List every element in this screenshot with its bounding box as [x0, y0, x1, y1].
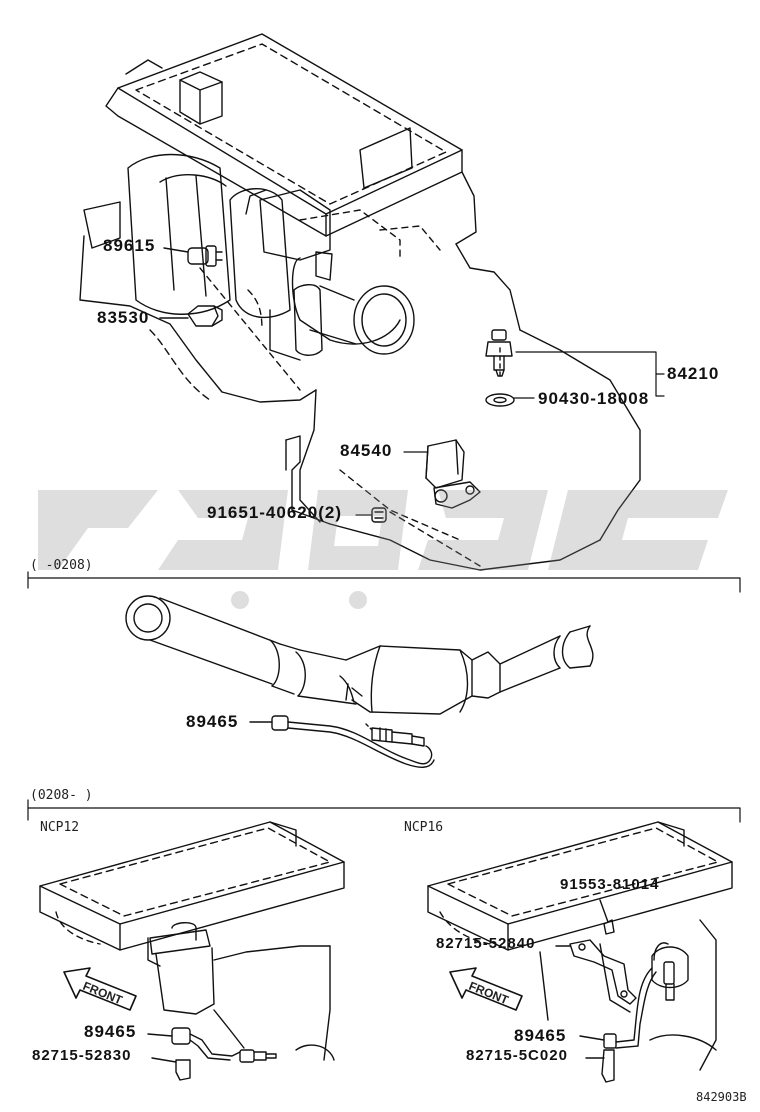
part-number-82715-52830: 82715-52830	[32, 1047, 132, 1064]
exhaust-pipe-drawing	[125, 595, 594, 715]
part-number-83530: 83530	[97, 308, 150, 327]
lower-section-frame	[27, 799, 741, 823]
part-number-89615: 89615	[103, 236, 156, 255]
part-number-91651-40620: 91651-40620(2)	[207, 503, 342, 522]
gasket-90430-drawing	[485, 393, 515, 407]
part-number-84210: 84210	[667, 364, 720, 383]
o2-sensor-89465-mid-drawing	[249, 715, 435, 768]
part-number-89465-ncp12: 89465	[84, 1022, 137, 1041]
watermark-logo	[38, 490, 728, 609]
part-number-89465-mid: 89465	[186, 712, 239, 731]
ncp12-front-arrow	[63, 967, 137, 1011]
middle-section-frame	[27, 571, 741, 593]
sensor-83530-drawing	[159, 305, 223, 327]
ncp12-sensor-drawing	[147, 1027, 277, 1081]
ncp16-sensor-drawing	[579, 942, 689, 1083]
part-number-91553-81014: 91553-81014	[560, 876, 660, 893]
part-number-84540: 84540	[340, 441, 393, 460]
upper-leaders	[355, 351, 665, 516]
variant-ncp12: NCP12	[40, 820, 80, 835]
part-number-89465-ncp16: 89465	[514, 1026, 567, 1045]
variant-ncp16: NCP16	[404, 820, 444, 835]
part-number-82715-5c020: 82715-5C020	[466, 1047, 568, 1064]
middle-date-range: ( -0208)	[30, 558, 93, 573]
lower-date-range: (0208- )	[30, 788, 93, 803]
ncp16-bracket-drawing	[555, 899, 637, 1005]
ncp16-engine-drawing	[427, 821, 733, 1071]
part-number-82715-52840: 82715-52840	[436, 935, 536, 952]
ncp16-front-arrow	[449, 967, 523, 1011]
engine-block-outline	[79, 33, 641, 571]
ncp12-engine-drawing	[39, 821, 345, 1061]
part-number-90430-18008: 90430-18008	[538, 389, 650, 408]
figure-code: 842903B	[696, 1090, 747, 1104]
sensor-84210-drawing	[485, 329, 513, 377]
sensor-84540-drawing	[425, 439, 481, 509]
sensor-89615-drawing	[163, 245, 223, 267]
